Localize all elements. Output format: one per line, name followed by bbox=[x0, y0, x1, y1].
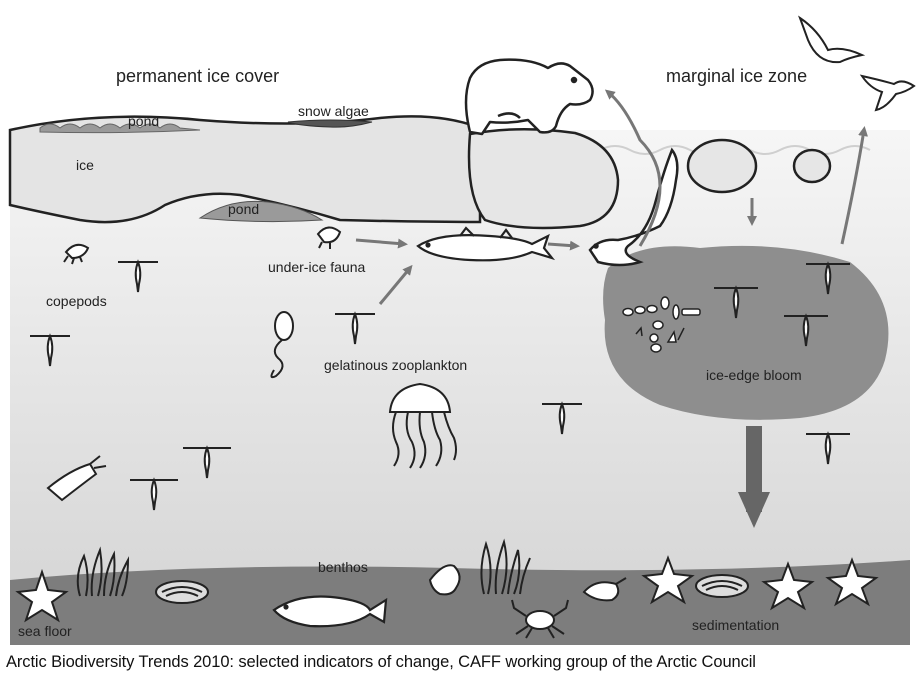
label-ice-edge-bloom: ice-edge bloom bbox=[706, 367, 802, 383]
clam-icon bbox=[696, 575, 748, 597]
ice-floe-large bbox=[469, 129, 618, 228]
label-ice: ice bbox=[76, 157, 94, 173]
label-benthos: benthos bbox=[318, 559, 368, 575]
figure-caption: Arctic Biodiversity Trends 2010: selecte… bbox=[6, 653, 756, 672]
ice-floe-small-1 bbox=[688, 140, 756, 192]
label-sea-floor: sea floor bbox=[18, 623, 72, 639]
arrow-fish-to-seal bbox=[548, 244, 576, 246]
ice-edge-bloom-area bbox=[603, 246, 888, 420]
label-sedimentation: sedimentation bbox=[692, 617, 779, 633]
label-gelatinous-zooplankton: gelatinous zooplankton bbox=[324, 357, 467, 373]
label-under-ice-fauna: under-ice fauna bbox=[268, 259, 366, 275]
bird-icon bbox=[862, 76, 914, 110]
label-pond-top: pond bbox=[128, 113, 159, 129]
bird-icon bbox=[800, 18, 862, 62]
label-marginal-ice-zone: marginal ice zone bbox=[666, 66, 807, 86]
label-permanent-ice-cover: permanent ice cover bbox=[116, 66, 279, 86]
ice-floe-small-2 bbox=[794, 150, 830, 182]
polar-bear-icon bbox=[466, 60, 593, 134]
clam-icon bbox=[156, 581, 208, 603]
label-snow-algae: snow algae bbox=[298, 103, 369, 119]
label-pond-bottom: pond bbox=[228, 201, 259, 217]
label-copepods: copepods bbox=[46, 293, 107, 309]
